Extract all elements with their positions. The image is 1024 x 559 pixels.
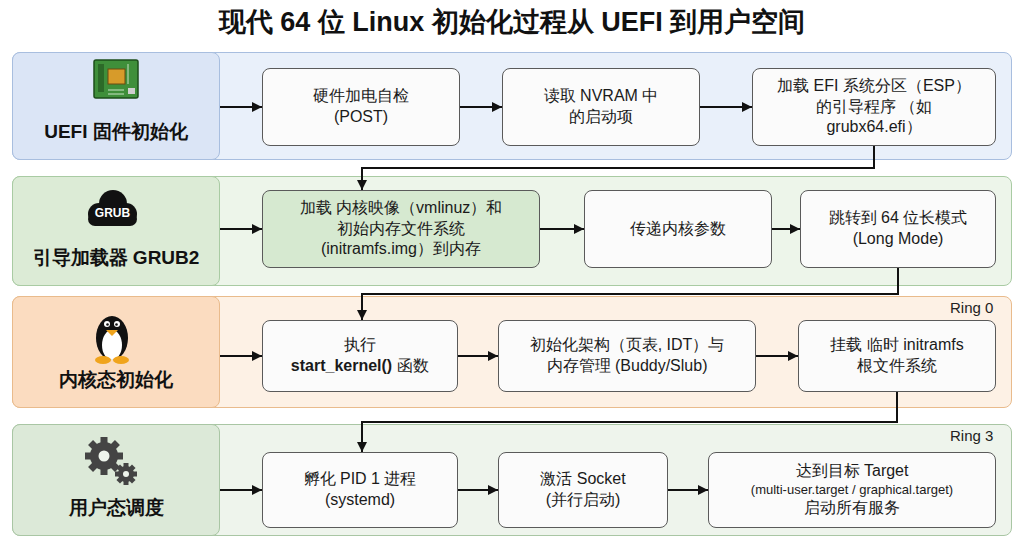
stage-title: 用户态调度 — [69, 496, 164, 521]
process-box: 加载 EFI 系统分区（ESP） 的引导程序 （如 grubx64.efi） — [752, 68, 996, 146]
text-block: 达到目标 Target(multi-user.target / graphica… — [751, 461, 953, 519]
flow-arrow — [362, 146, 874, 190]
flow-arrow — [756, 355, 798, 357]
stage-label-panel: 内核态初始化 — [12, 296, 220, 408]
flow-arrow — [540, 228, 584, 230]
process-box: 达到目标 Target(multi-user.target / graphica… — [708, 452, 996, 528]
box-text: 函数 — [397, 357, 429, 374]
box-text: 加载 EFI 系统分区（ESP） 的引导程序 （如 grubx64.efi） — [772, 76, 977, 138]
stage-label-panel: UEFI 固件初始化 — [12, 52, 220, 160]
text-block: 传递内核参数 — [630, 219, 726, 240]
text-block: 硬件加电自检 (POST) — [305, 86, 417, 128]
box-text: 加载 内核映像（vmlinuz）和 初始内存文件系统 (initramfs.im… — [294, 198, 509, 260]
process-box: 传递内核参数 — [584, 190, 772, 268]
text-block: 用户态调度 — [69, 496, 164, 521]
stage-label-panel: 用户态调度 — [12, 424, 220, 536]
text-block: 内核态初始化 — [59, 368, 173, 393]
process-box: 孵化 PID 1 进程 (systemd) — [262, 452, 458, 528]
flow-arrow — [668, 489, 708, 491]
box-text: start_kernel() — [291, 357, 392, 374]
diagram-title: 现代 64 位 Linux 初始化过程从 UEFI 到用户空间 — [0, 4, 1024, 40]
process-box: 硬件加电自检 (POST) — [262, 68, 460, 146]
text-block: 挂载 临时 initramfs 根文件系统 — [820, 335, 975, 377]
flow-arrow — [362, 392, 897, 452]
box-text: 初始化架构（页表, IDT）与 内存管理 (Buddy/Slub) — [520, 335, 735, 377]
box-text: 传递内核参数 — [630, 219, 726, 240]
flow-arrow — [220, 489, 262, 491]
ring-label: Ring 3 — [950, 427, 993, 444]
flow-arrow — [458, 489, 498, 491]
flow-arrow — [460, 106, 502, 108]
icon-text: GRUB — [90, 206, 135, 220]
text-block: 加载 EFI 系统分区（ESP） 的引导程序 （如 grubx64.efi） — [772, 76, 977, 138]
box-text: 达到目标 Target — [751, 461, 953, 482]
flow-arrow — [772, 228, 800, 230]
box-text: 硬件加电自检 (POST) — [305, 86, 417, 128]
flow-arrow — [362, 268, 898, 320]
text-block: 激活 Socket (并行启动) — [528, 469, 638, 511]
box-text: 跳转到 64 位长模式 (Long Mode) — [821, 208, 976, 250]
process-box: 跳转到 64 位长模式 (Long Mode) — [800, 190, 996, 268]
flow-arrow — [220, 355, 262, 357]
flow-arrow — [700, 106, 752, 108]
stage-title: UEFI 固件初始化 — [44, 120, 188, 145]
text-block: 跳转到 64 位长模式 (Long Mode) — [821, 208, 976, 250]
text-block: 初始化架构（页表, IDT）与 内存管理 (Buddy/Slub) — [520, 335, 735, 377]
text-block: 引导加载器 GRUB2 — [33, 246, 200, 271]
box-text: 读取 NVRAM 中 的启动项 — [539, 86, 664, 128]
process-box: 激活 Socket (并行启动) — [498, 452, 668, 528]
process-box: 执行start_kernel() 函数 — [262, 320, 458, 392]
text-block: 执行start_kernel() 函数 — [291, 335, 429, 377]
process-box: 读取 NVRAM 中 的启动项 — [502, 68, 700, 146]
stage-title: 引导加载器 GRUB2 — [33, 246, 200, 271]
process-box: 加载 内核映像（vmlinuz）和 初始内存文件系统 (initramfs.im… — [262, 190, 540, 268]
box-text: 启动所有服务 — [751, 498, 953, 519]
box-text: 孵化 PID 1 进程 (systemd) — [293, 469, 428, 511]
box-text: 挂载 临时 initramfs 根文件系统 — [820, 335, 975, 377]
process-box: 挂载 临时 initramfs 根文件系统 — [798, 320, 996, 392]
process-box: 初始化架构（页表, IDT）与 内存管理 (Buddy/Slub) — [498, 320, 756, 392]
text-block: 加载 内核映像（vmlinuz）和 初始内存文件系统 (initramfs.im… — [294, 198, 509, 260]
stage-title: 内核态初始化 — [59, 368, 173, 393]
text-block: UEFI 固件初始化 — [44, 120, 188, 145]
ring-label: Ring 0 — [950, 299, 993, 316]
text-block: 读取 NVRAM 中 的启动项 — [539, 86, 664, 128]
box-text: (multi-user.target / graphical.target) — [751, 482, 953, 499]
flow-arrow — [458, 355, 498, 357]
stage-label-panel: 引导加载器 GRUB2 — [12, 176, 220, 286]
flow-arrow — [220, 106, 262, 108]
flow-arrow — [220, 228, 262, 230]
text-block: 孵化 PID 1 进程 (systemd) — [293, 469, 428, 511]
box-text: 激活 Socket (并行启动) — [528, 469, 638, 511]
box-text: 执行 — [291, 335, 429, 356]
